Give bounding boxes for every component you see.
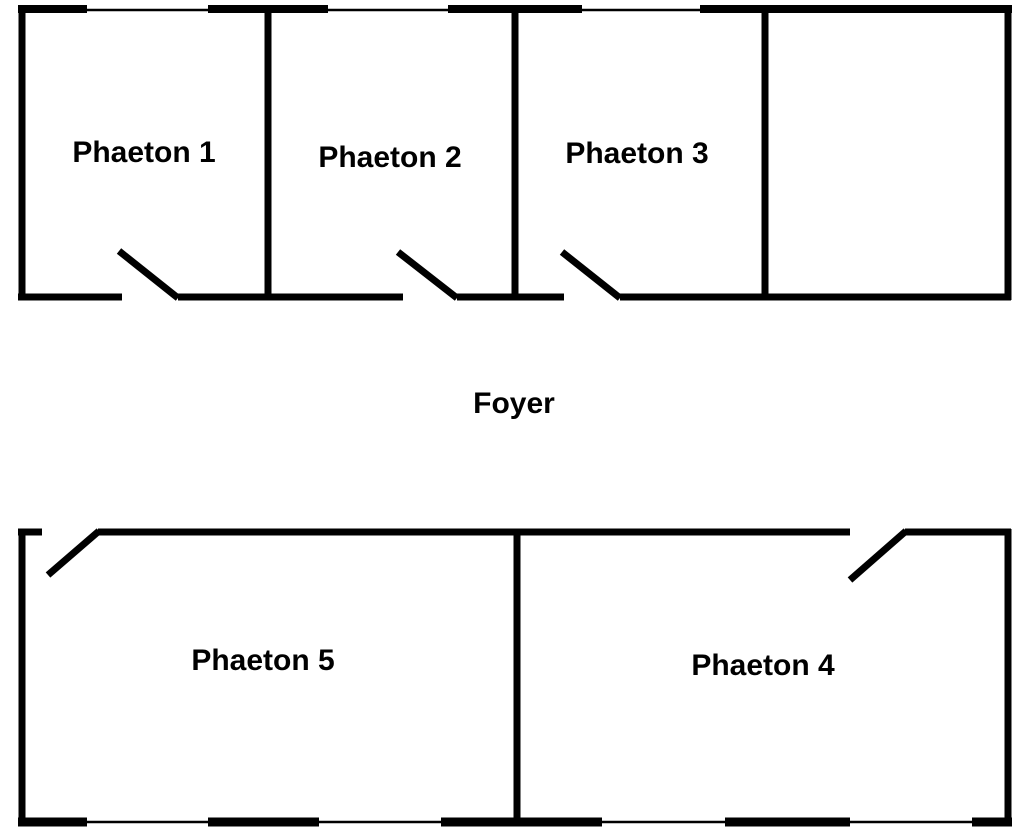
door-phaeton-3	[559, 249, 623, 301]
door-phaeton-2	[395, 249, 460, 301]
door-phaeton-4	[847, 528, 909, 583]
room-label-phaeton-2: Phaeton 2	[318, 141, 462, 174]
door-phaeton-1	[116, 248, 181, 301]
door-swings-bottom	[45, 528, 909, 583]
room-label-phaeton-5: Phaeton 5	[191, 644, 335, 677]
foyer-label: Foyer	[473, 387, 555, 420]
bottom-rooms-front-wall	[18, 528, 1012, 826]
room-label-phaeton-3: Phaeton 3	[565, 137, 709, 170]
door-phaeton-5	[45, 528, 102, 578]
door-swings-top	[116, 248, 623, 301]
top-room-partitions	[18, 6, 1012, 300]
room-label-phaeton-4: Phaeton 4	[691, 649, 835, 682]
room-label-phaeton-1: Phaeton 1	[72, 136, 216, 169]
